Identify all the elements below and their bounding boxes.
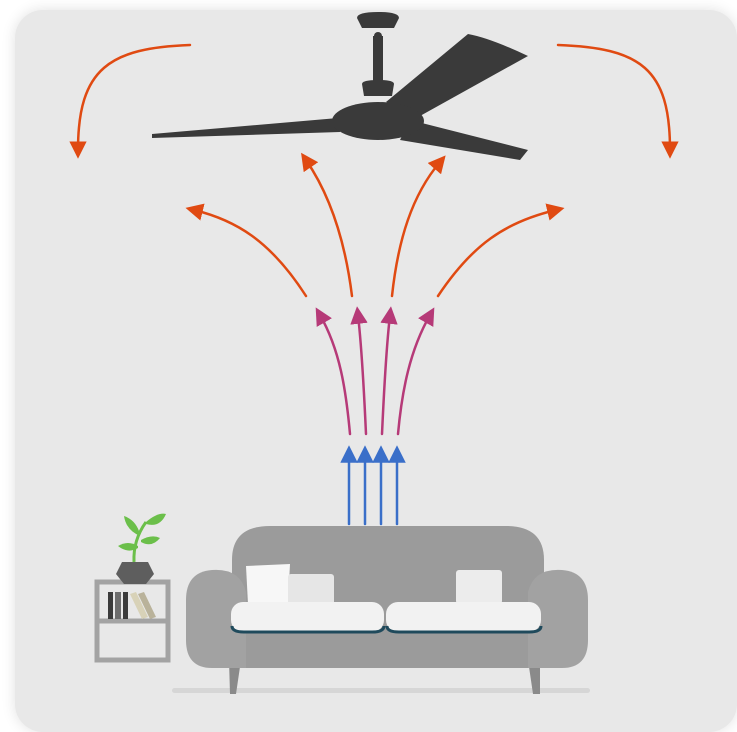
- sofa-icon: [186, 526, 588, 694]
- books-icon: [108, 592, 156, 619]
- seat-cushion-right: [386, 602, 541, 632]
- back-pillow-left: [246, 564, 290, 604]
- seat-cushion-left: [231, 602, 384, 632]
- plant-icon: [116, 514, 166, 584]
- rising-air-arrows: [320, 315, 430, 434]
- back-pillow-right: [456, 570, 502, 604]
- side-table-icon: [97, 582, 168, 660]
- ceiling-fan-icon: [152, 12, 528, 160]
- back-pillow-left-2: [288, 574, 334, 606]
- cool-air-arrows: [349, 454, 397, 524]
